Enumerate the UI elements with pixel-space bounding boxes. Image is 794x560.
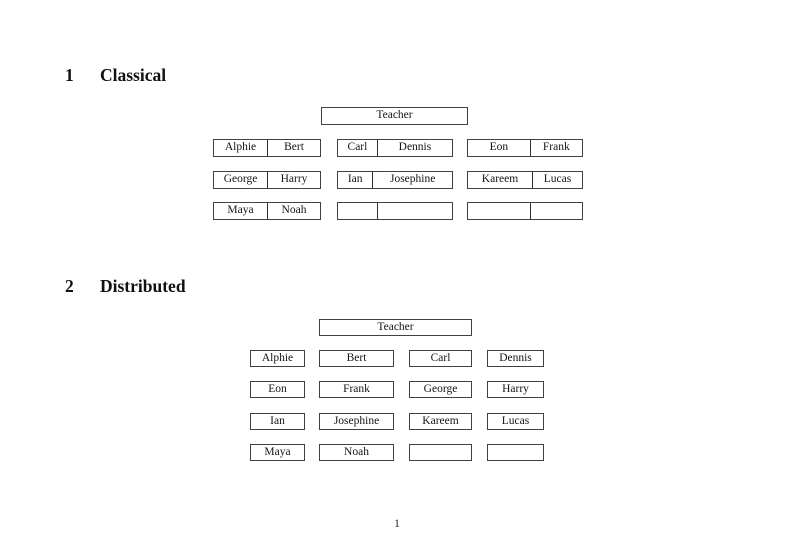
section-heading-classical: 1 Classical: [65, 66, 166, 84]
desk-seat: Josephine: [389, 173, 436, 185]
desk-seat: Lucas: [501, 415, 530, 427]
teacher-label: Teacher: [376, 109, 413, 121]
desk-single: Ian: [250, 413, 305, 430]
desk-seat: Harry: [280, 173, 308, 185]
desk-seat: George: [214, 172, 269, 188]
desk-seat: Ian: [270, 415, 285, 427]
desk-seat: Bert: [284, 141, 304, 153]
desk-seat: Bert: [346, 352, 367, 364]
desk-seat: Carl: [338, 140, 378, 156]
classical-teacher-desk: Teacher: [321, 107, 468, 125]
desk-seat: [410, 445, 471, 460]
desk-seat: [531, 203, 582, 219]
desk-seat: Lucas: [543, 173, 572, 185]
teacher-label: Teacher: [377, 321, 414, 333]
desk-two-seat-empty: [467, 202, 583, 220]
desk-single: Maya: [250, 444, 305, 461]
desk-two-seat: Kareem Lucas: [467, 171, 583, 189]
desk-single: Dennis: [487, 350, 544, 367]
desk-seat: Maya: [214, 203, 269, 219]
desk-single: Kareem: [409, 413, 472, 430]
desk-seat: [468, 203, 531, 219]
desk-two-seat: Eon Frank: [467, 139, 583, 157]
desk-single-empty: [487, 444, 544, 461]
desk-seat: Carl: [430, 352, 451, 364]
section-title: Distributed: [100, 276, 186, 296]
desk-seat: Dennis: [499, 352, 532, 364]
desk-seat: Dennis: [398, 141, 432, 153]
distributed-teacher-desk: Teacher: [319, 319, 472, 336]
desk-seat: Noah: [281, 204, 307, 216]
desk-seat: Harry: [502, 383, 529, 395]
desk-single: Lucas: [487, 413, 544, 430]
desk-single: Alphie: [250, 350, 305, 367]
desk-seat: Frank: [542, 141, 570, 153]
page-number: 1: [394, 518, 400, 530]
desk-single: Josephine: [319, 413, 394, 430]
desk-single: Harry: [487, 381, 544, 398]
desk-seat: Alphie: [261, 352, 294, 364]
desk-seat: [338, 203, 378, 219]
desk-single: George: [409, 381, 472, 398]
desk-seat: Kareem: [468, 172, 533, 188]
section-title: Classical: [100, 65, 167, 85]
desk-single-empty: [409, 444, 472, 461]
desk-single: Eon: [250, 381, 305, 398]
desk-seat: Maya: [264, 446, 291, 458]
desk-single: Frank: [319, 381, 394, 398]
desk-seat: George: [423, 383, 458, 395]
desk-two-seat: Carl Dennis: [337, 139, 453, 157]
section-number: 2: [65, 276, 74, 296]
desk-two-seat: Ian Josephine: [337, 171, 453, 189]
desk-seat: Eon: [268, 383, 287, 395]
desk-seat: Ian: [338, 172, 374, 188]
desk-two-seat: Maya Noah: [213, 202, 321, 220]
desk-seat: Frank: [343, 383, 370, 395]
desk-two-seat: George Harry: [213, 171, 321, 189]
desk-seat: Noah: [344, 446, 369, 458]
desk-single: Carl: [409, 350, 472, 367]
desk-two-seat-empty: [337, 202, 453, 220]
desk-seat: [378, 203, 452, 219]
section-heading-distributed: 2 Distributed: [65, 277, 186, 295]
desk-seat: Josephine: [333, 415, 380, 427]
desk-single: Bert: [319, 350, 394, 367]
desk-seat: [488, 445, 543, 460]
section-number: 1: [65, 65, 74, 85]
desk-seat: Kareem: [422, 415, 459, 427]
desk-two-seat: Alphie Bert: [213, 139, 321, 157]
desk-seat: Alphie: [214, 140, 269, 156]
desk-seat: Eon: [468, 140, 531, 156]
desk-single: Noah: [319, 444, 394, 461]
